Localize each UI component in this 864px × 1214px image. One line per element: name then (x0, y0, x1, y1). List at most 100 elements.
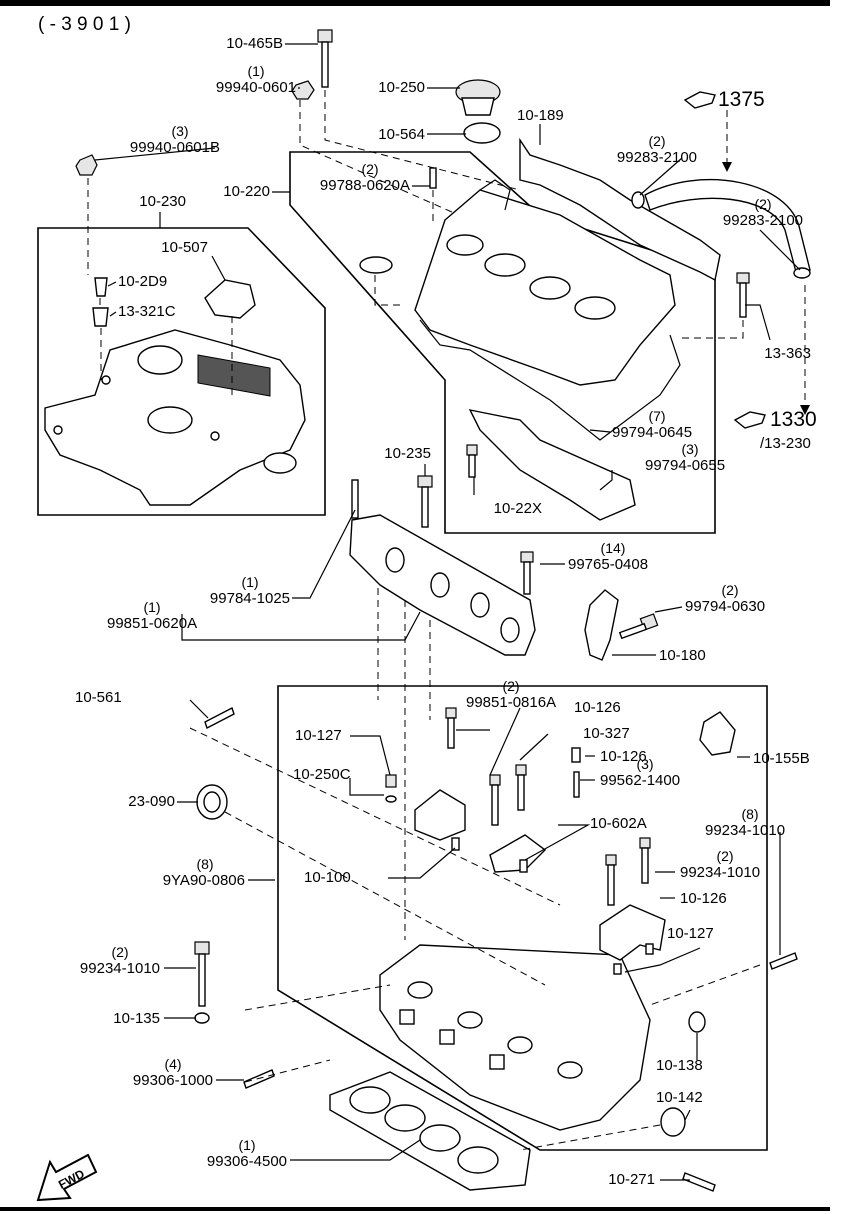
cylinder-head-group-box (277, 685, 768, 1151)
part-code-label: 99851-0620A (107, 615, 197, 632)
stud-99851-0820A (682, 1172, 716, 1192)
callout-6: 99283-2100(2) (723, 196, 803, 271)
bolt-99765-0408 (466, 444, 478, 478)
dowel-99234-1010-right-a (613, 963, 622, 975)
callout-15: 99794-0645(7) (589, 408, 692, 441)
hand-pointer-icon (733, 411, 766, 429)
callout-12: 10-2D9 (107, 273, 167, 290)
part-code-label: 10-189 (517, 107, 564, 124)
hose-clamp-upper (631, 191, 645, 209)
gasket-10-564 (463, 122, 501, 144)
leader-line (624, 947, 701, 973)
part-code-label: 10-465B (226, 35, 283, 52)
leader-line (654, 606, 683, 613)
bolts-10-126-10-127 (445, 707, 651, 906)
part-code-label: 10-100 (304, 869, 351, 886)
part-code-label: 10-230 (139, 193, 186, 210)
part-code-label: 10-155B (753, 750, 810, 767)
bushing-13-321C (94, 277, 108, 297)
nut-99940-0601 (291, 80, 315, 100)
callout-28: 10-327 (519, 725, 630, 761)
cam-cap-center (489, 834, 547, 873)
insulator-10-2D9 (204, 279, 256, 319)
engine-cover-part (44, 329, 306, 506)
callout-33: 23-090 (128, 793, 198, 810)
leader-line (639, 157, 683, 196)
part-code-label: 99794-0645 (612, 424, 692, 441)
callout-labels: 10-465B99940-0601(1)10-25010-56410-18999… (75, 35, 811, 1188)
callout-0: 10-465B (226, 35, 318, 52)
callout-47: 10-271 (608, 1171, 690, 1188)
leader-line (524, 824, 591, 861)
part-code-label: 10-180 (659, 647, 706, 664)
stud-9YA90-0806 (769, 952, 798, 970)
engine-cover-group-box (37, 227, 326, 516)
part-code-label: 13-363 (764, 345, 811, 362)
leader-line (107, 281, 117, 287)
part-code-label: 99283-2100 (723, 212, 803, 229)
part-code-label: 99765-0408 (568, 556, 648, 573)
callout-14: 13-363 (745, 304, 811, 362)
cap-nut-part (75, 154, 98, 176)
callout-16: 10-235 (384, 445, 431, 476)
part-code-label: 10-561 (75, 689, 122, 706)
callout-5: 99283-2100(2) (617, 133, 697, 196)
plug-99306-1000 (688, 1011, 706, 1033)
bolt-99794-0630 (520, 551, 534, 595)
callout-24: 10-561 (75, 689, 209, 719)
callout-23: 10-180 (612, 647, 706, 664)
range-label: ( - 3 9 0 1 ) (38, 14, 131, 35)
quantity-label: (1) (241, 574, 258, 590)
quantity-label: (2) (361, 161, 378, 177)
callout-37: 10-100 (304, 847, 456, 886)
reference-1330-text: 1330 (770, 408, 817, 431)
part-code-label: 99794-0630 (685, 598, 765, 615)
cylinder-head-10-100 (379, 944, 651, 1131)
reference-1375: 1375 (683, 88, 765, 111)
washer-99562-1400 (385, 795, 397, 803)
arrow-down-hose (722, 162, 732, 172)
callout-29: 10-126 (585, 748, 647, 765)
quantity-label: (1) (143, 599, 160, 615)
valve-cover-group-box (289, 151, 716, 534)
part-code-label: 10-126 (574, 699, 621, 716)
hose-clamp-lower (793, 267, 811, 279)
part-code-label: 99940-0601B (130, 139, 220, 156)
plug-99306-4500 (660, 1107, 686, 1137)
part-code-label: 10-22X (494, 500, 542, 517)
leader-line (599, 470, 613, 491)
bottom-frame-bar (0, 1207, 830, 1211)
part-code-label: 99562-1400 (600, 772, 680, 789)
leader-line (759, 229, 801, 271)
bracket-10-250C (699, 711, 736, 756)
part-code-label: 99940-0601 (216, 79, 296, 96)
valve-cover-gasket-10-235 (419, 319, 681, 441)
callout-36: 9YA90-0806(8) (163, 856, 275, 889)
part-code-label: 10-235 (384, 445, 431, 462)
part-code-label: 99788-0620A (320, 177, 410, 194)
part-code-label: 23-090 (128, 793, 175, 810)
leader-line (349, 778, 384, 796)
reference-1330: 1330 /13-230 (733, 408, 817, 452)
reference-1375-text: 1375 (718, 88, 765, 111)
pin-23-090 (573, 771, 580, 798)
leader-line (109, 311, 117, 317)
part-code-label: 13-321C (118, 303, 176, 320)
part-code-label: 99784-1025 (210, 590, 290, 607)
reference-1330-sub: /13-230 (760, 435, 811, 452)
part-code-label: 10-135 (113, 1010, 160, 1027)
hand-pointer-icon (683, 91, 716, 109)
part-code-label: 99851-0816A (466, 694, 556, 711)
callout-9: 10-220 (223, 183, 290, 200)
callout-1: 99940-0601(1) (216, 63, 300, 96)
callout-25: 99851-0816A(2) (456, 678, 556, 731)
bolt-99794-0645 (736, 272, 750, 318)
quantity-label: (8) (741, 806, 758, 822)
bolt-99794-0655 (417, 475, 433, 528)
top-frame-bar (0, 0, 830, 6)
oil-seal-10-507 (359, 256, 393, 274)
callout-35: 99234-1010(8) (705, 806, 785, 955)
stud-10-142 (243, 1069, 275, 1089)
part-code-label: 99234-1010 (680, 864, 760, 881)
part-code-label: 10-220 (223, 183, 270, 200)
